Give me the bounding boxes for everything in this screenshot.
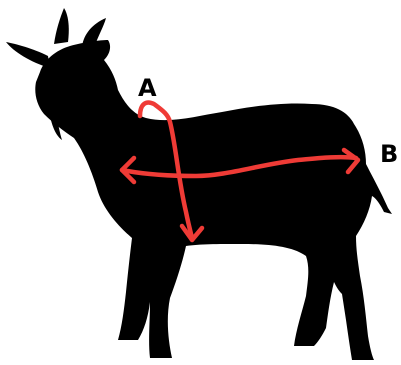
goat-ear [6,42,50,68]
goat-body [35,40,392,360]
point-b-label: B [380,140,398,168]
goat-silhouette-icon [6,8,392,360]
goat-back-horn [54,8,69,44]
point-a-label: A [138,74,157,102]
